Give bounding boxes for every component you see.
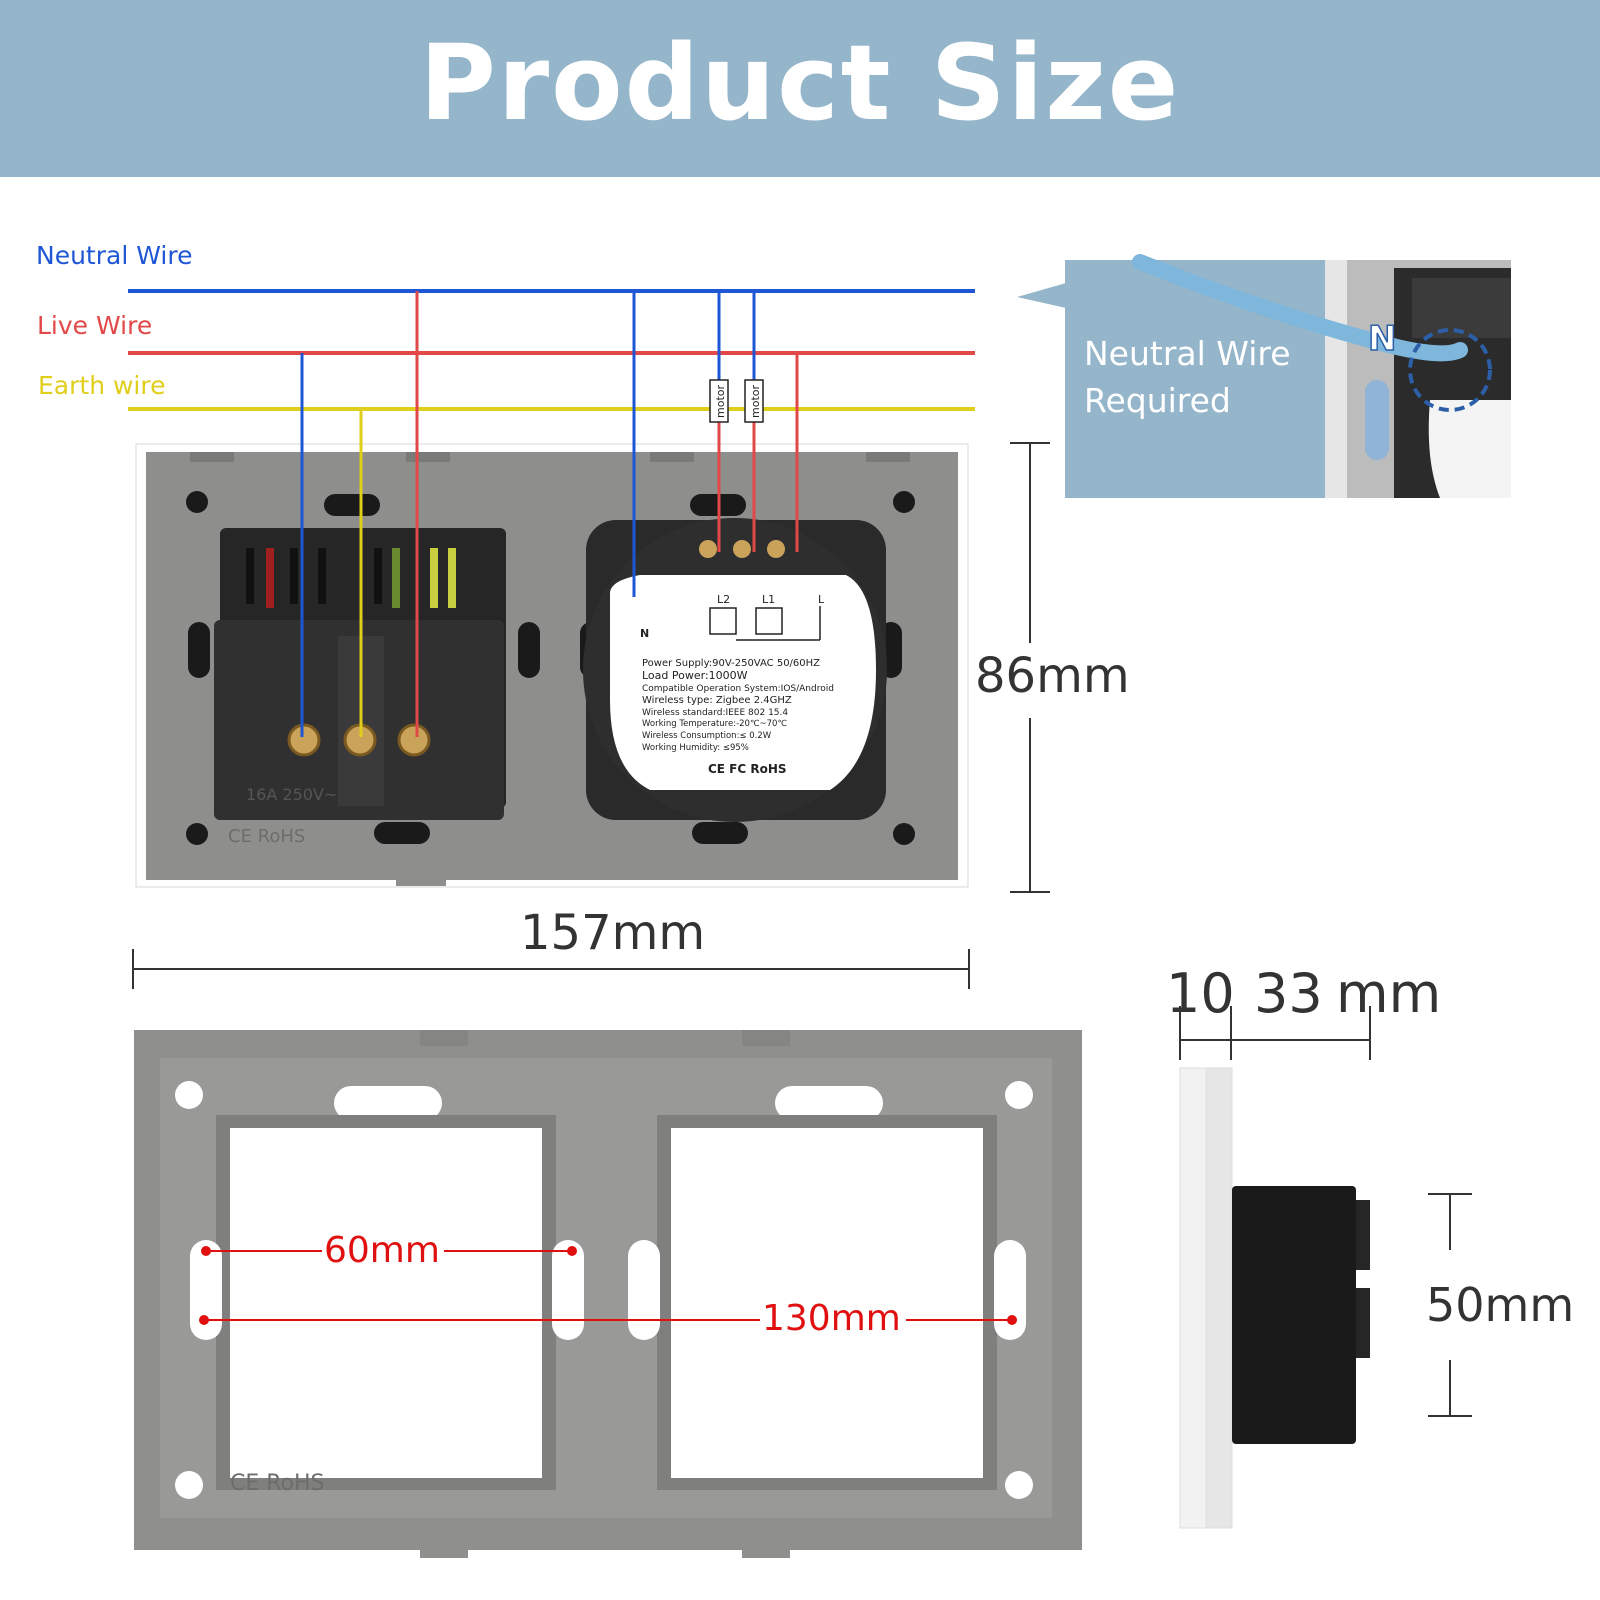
spec-line: Load Power:1000W: [642, 669, 748, 682]
smart-switch-module: L2 L1 L N Power Supply:90V-250VAC 50/60H…: [583, 518, 887, 822]
side-profile: [1179, 1006, 1472, 1529]
depth-b-dimension: 33: [1254, 962, 1323, 1025]
spec-line: Wireless standard:IEEE 802 15.4: [642, 708, 788, 718]
callout-line1: Neutral Wire: [1084, 334, 1291, 373]
hole-spacing-130: 130mm: [762, 1298, 901, 1339]
callout-text: Neutral Wire Required: [1084, 330, 1291, 424]
spec-line: Power Supply:90V-250VAC 50/60HZ: [642, 658, 820, 669]
terminal-label-l2: L2: [717, 593, 730, 606]
motor-label: motor: [714, 385, 727, 418]
depth-a-dimension: 10: [1166, 962, 1235, 1025]
hole-spacing-60: 60mm: [324, 1230, 440, 1271]
neutral-callout: N: [1017, 254, 1511, 498]
panel-cert-text: CE RoHS: [228, 826, 305, 847]
wiring-lines: motor motor: [128, 289, 975, 737]
mounting-frame: CE RoHS: [134, 1030, 1082, 1558]
earth-wire-label: Earth wire: [38, 371, 166, 400]
depth-unit: mm: [1336, 962, 1442, 1025]
page-title: Product Size: [419, 22, 1181, 144]
live-wire-label: Live Wire: [37, 311, 153, 340]
body-height-dimension: 50mm: [1426, 1278, 1575, 1332]
spec-line: Wireless type: Zigbee 2.4GHZ: [642, 695, 792, 706]
spec-line: Working Humidity: ≤95%: [642, 743, 749, 753]
width-dimension: 157mm: [520, 905, 706, 961]
dimension-lines: [132, 442, 1050, 989]
back-panel-photo: CE RoHS 16A 250V~: [135, 443, 969, 888]
module-cert: CE FC RoHS: [708, 762, 787, 776]
socket-module: 16A 250V~: [214, 528, 506, 820]
terminal-label-l1: L1: [762, 593, 775, 606]
frame-cert-text: CE RoHS: [230, 1471, 325, 1496]
spec-line: Compatible Operation System:IOS/Android: [642, 684, 834, 694]
motor-box: [709, 379, 729, 423]
header-banner: [0, 0, 1600, 177]
motor-box: [744, 379, 764, 423]
spec-line: Working Temperature:-20℃~70℃: [642, 719, 787, 729]
spec-line: Wireless Consumption:≤ 0.2W: [642, 731, 772, 741]
socket-rating: 16A 250V~: [246, 785, 337, 804]
terminal-label-l: L: [818, 593, 825, 606]
terminal-label-n: N: [640, 627, 649, 640]
neutral-wire-label: Neutral Wire: [36, 241, 193, 270]
height-dimension: 86mm: [975, 648, 1130, 704]
callout-line2: Required: [1084, 381, 1231, 420]
motor-label: motor: [749, 385, 762, 418]
callout-n-mark: N: [1368, 319, 1396, 359]
